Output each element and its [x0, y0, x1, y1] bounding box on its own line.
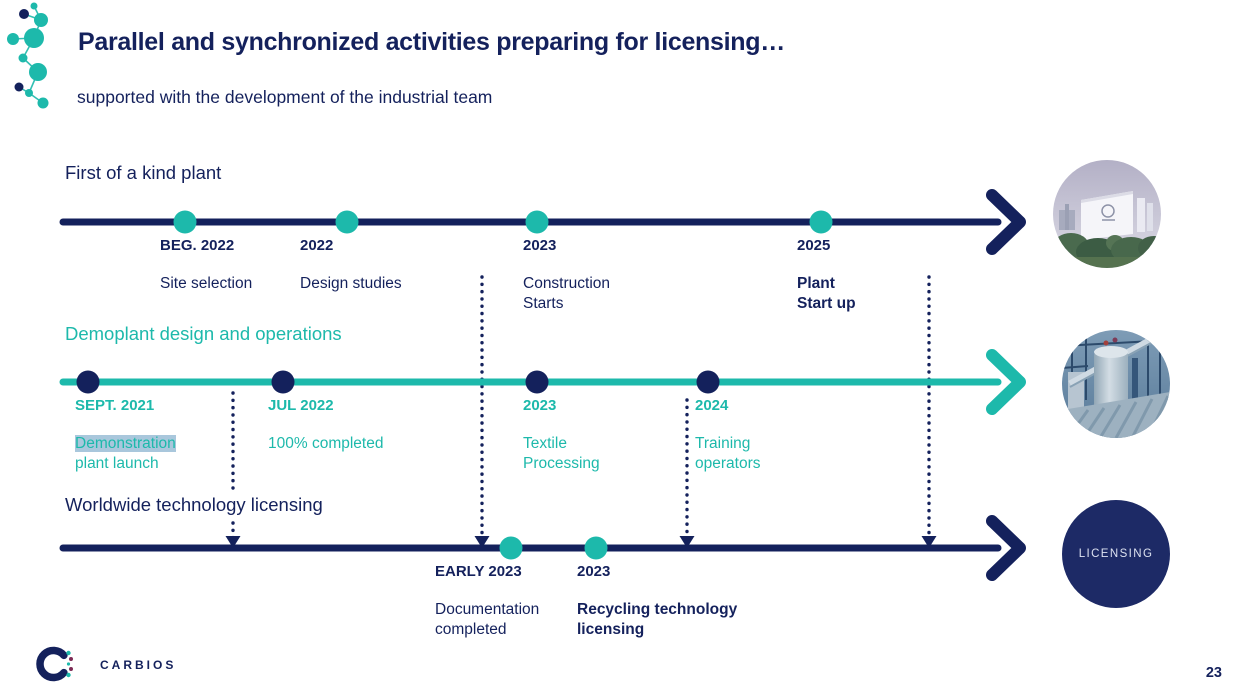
timeline-heading-first-of-a-kind-plant: First of a kind plant	[65, 162, 222, 183]
event-date: 2022	[300, 237, 334, 254]
timeline-milestone-dot	[809, 210, 833, 234]
timeline-milestone-dot	[271, 370, 295, 394]
plant-rendering-image	[1053, 160, 1161, 268]
timeline-milestone-dot	[525, 210, 549, 234]
demoplant-photo	[1062, 330, 1170, 438]
timeline-milestone-dot	[696, 370, 720, 394]
timeline-milestone-dot	[76, 370, 100, 394]
timeline-milestone-dot	[499, 536, 523, 560]
timeline-milestone-dot	[335, 210, 359, 234]
timeline-arrowhead	[986, 515, 1026, 581]
timeline-heading-demoplant: Demoplant design and operations	[65, 323, 342, 344]
connector-arrowhead	[225, 536, 241, 548]
first-of-a-kind-plant-photo	[1053, 160, 1161, 268]
timeline-milestone-dot	[173, 210, 197, 234]
carbios-wordmark: CARBIOS	[100, 658, 177, 672]
event-description: Design studies	[300, 275, 402, 292]
connector-arrowhead	[474, 536, 490, 548]
timeline-event: JUL 2022 100% completed	[268, 396, 383, 454]
event-date: BEG. 2022	[160, 237, 235, 254]
licensing-circle: LICENSING	[1062, 500, 1170, 608]
event-description: Site selection	[160, 275, 253, 292]
event-date: 2023	[523, 237, 557, 254]
timeline-arrowhead	[986, 189, 1026, 255]
event-date: 2024	[695, 397, 729, 414]
licensing-circle-label: LICENSING	[1078, 548, 1154, 560]
timeline-arrowhead	[986, 349, 1026, 415]
event-date: 2025	[797, 237, 831, 254]
event-date: JUL 2022	[268, 397, 334, 414]
page-number: 23	[1205, 665, 1222, 681]
carbios-molecule-icon	[7, 2, 49, 109]
event-date: 2023	[523, 397, 557, 414]
event-date: SEPT. 2021	[75, 397, 155, 414]
event-date: 2023	[577, 563, 611, 580]
event-description: 100% completed	[268, 435, 384, 452]
highlighted-text: Demonstration	[75, 435, 176, 452]
slide-subtitle: supported with the development of the in…	[77, 87, 493, 107]
timeline-milestone-dot	[525, 370, 549, 394]
event-date: EARLY 2023	[435, 563, 522, 580]
demoplant-image	[1062, 330, 1170, 438]
carbios-c-logo-icon	[36, 646, 73, 682]
timeline-milestone-dot	[584, 536, 608, 560]
timeline-heading-licensing: Worldwide technology licensing	[65, 494, 323, 515]
connector-arrowhead	[679, 536, 695, 548]
slide-title: Parallel and synchronized activities pre…	[78, 28, 785, 56]
connector-arrowhead	[921, 536, 937, 548]
